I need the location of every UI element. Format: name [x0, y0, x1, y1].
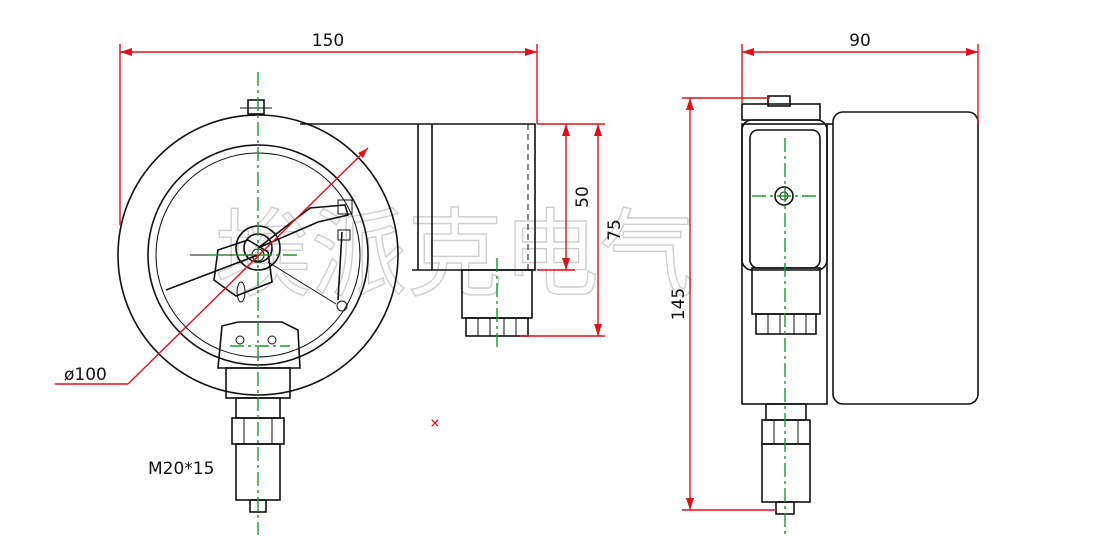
contact-clip: [337, 199, 353, 215]
gauge-pointer: [165, 254, 259, 291]
diameter-leader: [127, 147, 369, 385]
side-stem-thread: [761, 443, 811, 503]
arrow: [686, 498, 694, 510]
arrow: [742, 48, 754, 56]
center-marker: ×: [430, 413, 440, 432]
arrow: [358, 148, 368, 158]
side-plug-outer: [774, 186, 794, 206]
arrow: [562, 258, 570, 270]
side-top-screw: [767, 95, 791, 107]
contact-rod: [337, 231, 343, 301]
socket-bracket: [217, 321, 301, 369]
top-screw: [247, 99, 265, 115]
arrow: [594, 124, 602, 136]
arrow: [686, 98, 694, 110]
side-gland-body: [751, 267, 821, 315]
arrow: [120, 48, 132, 56]
side-top-cap: [741, 103, 821, 121]
side-dial-case: [832, 111, 979, 405]
contact-clip-2: [337, 229, 351, 241]
contact-arm: [257, 204, 350, 249]
dim-label-145: 145: [669, 288, 689, 320]
dim-label-diameter: ø100: [64, 365, 107, 385]
dim-label-50: 50: [573, 186, 593, 208]
socket-bolt: [267, 335, 277, 345]
side-stem-collar: [765, 403, 807, 421]
arrow: [525, 48, 537, 56]
arrow: [594, 324, 602, 336]
arrow: [562, 124, 570, 136]
contact-pivot: [336, 300, 348, 312]
linkage-rod: [267, 261, 337, 305]
adjust-slot: [236, 281, 246, 303]
front-view: [117, 72, 536, 535]
thread-label: M20*15: [148, 459, 214, 479]
dim-label-150: 150: [312, 31, 344, 51]
side-stem-hex: [761, 419, 811, 445]
side-gland-nut: [755, 313, 817, 335]
socket-bolt: [235, 335, 245, 345]
side-view: [741, 95, 979, 535]
movement-plate: [213, 239, 273, 297]
arrow: [966, 48, 978, 56]
dimension-lines: [55, 44, 979, 511]
dim-label-90: 90: [849, 31, 871, 51]
dim-label-75: 75: [605, 219, 625, 241]
